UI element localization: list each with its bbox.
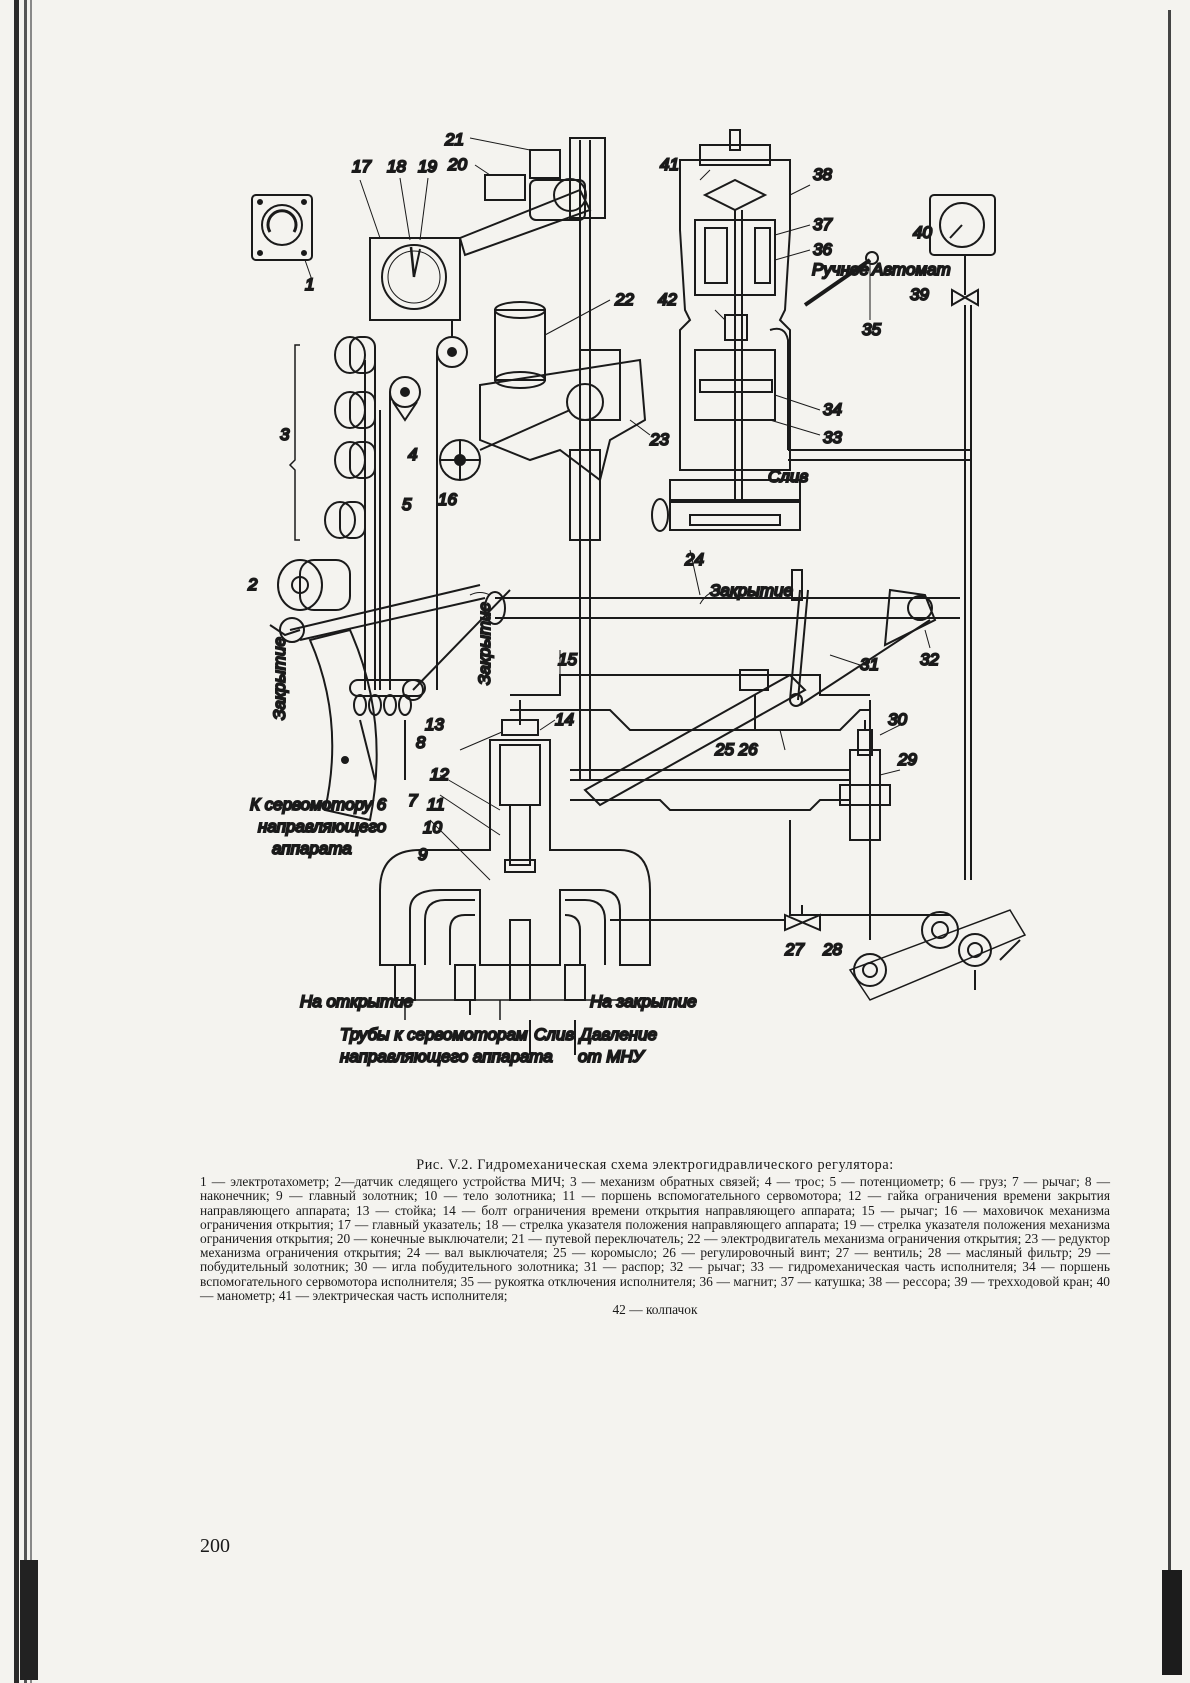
label-21: 21 [444,130,464,149]
label-5: 5 [402,495,412,514]
scan-edge-right [1162,10,1182,1675]
label-25-26: 25 26 [714,740,758,759]
label-4: 4 [408,445,417,464]
label-33: 33 [823,428,842,447]
caption-last: 42 — колпачок [612,1302,698,1318]
label-17: 17 [352,157,371,176]
auto-text: Автомат [871,260,951,279]
label-20: 20 [447,155,467,174]
label-9: 9 [418,845,428,864]
oil-lines-right [788,449,970,940]
feedback-mechanism-3 [288,336,381,690]
closing-shaft-text: Закрытие [710,581,793,600]
executor-41 [679,129,821,500]
label-35: 35 [862,320,881,339]
closing-left-text: Закрытие [270,637,289,720]
label-16: 16 [438,490,457,509]
pressure-text-line2: от МНУ [578,1047,646,1066]
figure-caption: Рис. V.2. Гидромеханическая схема электр… [200,1158,1110,1317]
manual-text: Ручное [812,260,869,279]
sensor-2 [277,559,351,611]
bottom-pipes [395,999,620,1055]
tip-8-stand-13 [349,589,511,781]
label-39: 39 [910,285,929,304]
valve-27 [610,905,821,932]
label-19: 19 [418,157,437,176]
reducer-23 [479,349,651,541]
label-11: 11 [427,795,445,814]
three-way-valve-39 [951,288,979,880]
handwheel-16 [439,409,571,481]
label-8: 8 [416,733,426,752]
pipes-text-line2: направляющего аппарата [340,1047,553,1066]
label-22: 22 [614,290,634,309]
label-3: 3 [280,425,290,444]
main-valve-9 [379,700,651,1001]
label-41: 41 [660,155,679,174]
lever-32 [883,588,937,649]
vertical-rod [569,137,606,780]
label-14: 14 [555,710,574,729]
label-12: 12 [430,765,449,784]
label-28: 28 [822,940,842,959]
oil-filter-28 [848,909,1027,1001]
drain-bottom-text: Слив [534,1025,574,1044]
label-34: 34 [823,400,842,419]
label-42: 42 [658,290,677,309]
caption-body: 1 — электротахометр; 2—датчик следящего … [200,1174,1110,1303]
label-30: 30 [888,710,907,729]
label-36: 36 [813,240,832,259]
scan-edge-left [14,0,38,1683]
label-27: 27 [784,940,804,959]
page-number: 200 [200,1535,230,1557]
caption-title: Рис. V.2. Гидромеханическая схема электр… [416,1157,894,1173]
servo-text-line3: аппарата [272,839,352,858]
regulator-diagram: 1 17 18 19 21 20 22 [246,129,1027,1067]
label-18: 18 [387,157,406,176]
servo-text-line1: К сервомотору 6 [250,795,387,814]
manometer-40 [929,194,996,295]
tachometer-1 [251,194,313,281]
label-1: 1 [305,275,314,294]
label-29: 29 [897,750,917,769]
pulleys [389,320,468,690]
label-31: 31 [860,655,879,674]
handle-35 [803,251,879,320]
closing-mid-text: Закрытие [475,602,494,685]
label-24: 24 [684,550,704,569]
weight-arc-6 [269,584,486,822]
label-7: 7 [408,791,418,810]
label-37: 37 [813,215,832,234]
strut-31 [789,569,931,707]
main-indicator-17 [359,177,461,321]
label-13: 13 [425,715,444,734]
label-23: 23 [649,430,669,449]
pressure-text-line1: Давление [578,1025,657,1044]
closing-bottom-text: На закрытие [590,992,697,1011]
label-10: 10 [423,818,442,837]
switch-shaft-24 [469,549,960,625]
label-40: 40 [913,223,932,242]
motor-22 [494,299,611,389]
label-2: 2 [247,575,258,594]
pilot-valve-29 [570,720,950,916]
executor-knob [651,479,801,532]
opening-text: На открытие [300,992,413,1011]
label-32: 32 [920,650,939,669]
label-15: 15 [558,650,577,669]
servo-text-line2: направляющего [258,817,386,836]
pipes-text-line1: Трубы к сервомоторам [340,1025,528,1044]
drain-top-text: Слив [768,467,808,486]
label-38: 38 [813,165,832,184]
